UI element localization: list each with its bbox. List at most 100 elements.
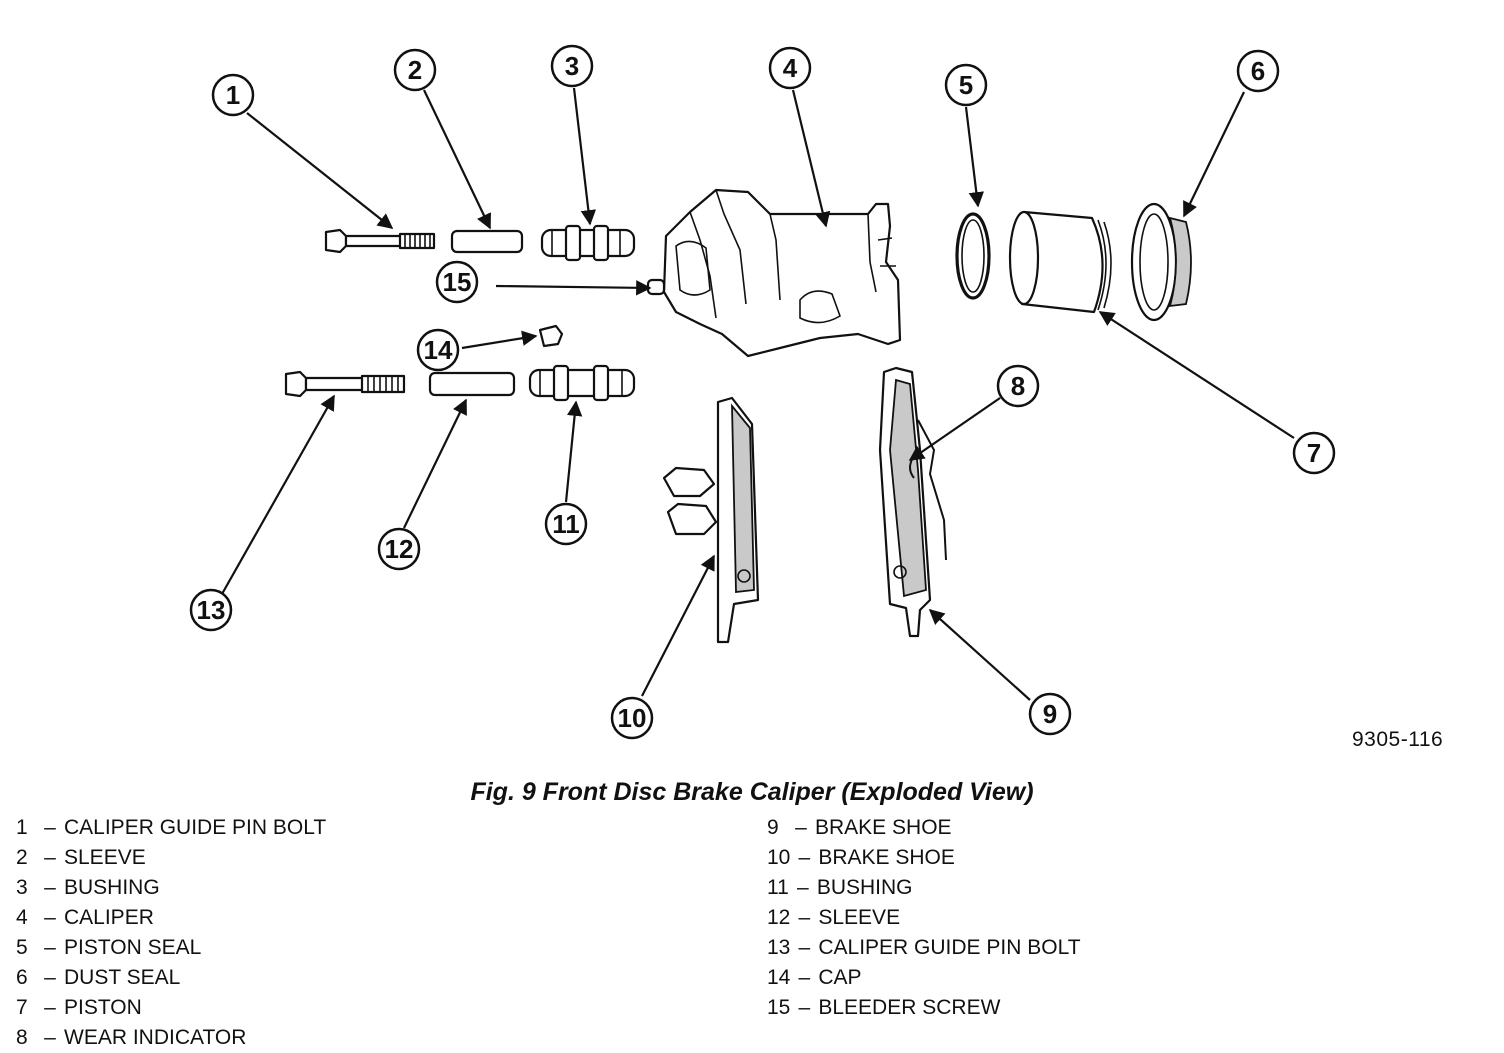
- legend-item-dash: –: [44, 906, 56, 929]
- legend-item: 13–CALIPER GUIDE PIN BOLT: [767, 933, 1081, 963]
- part-caliper-guide-pin-bolt-upper: [324, 228, 436, 254]
- part-dust-seal: [1130, 202, 1192, 322]
- legend-item-dash: –: [798, 906, 811, 929]
- part-sleeve-upper: [450, 229, 524, 254]
- callout-2: 2: [393, 48, 437, 92]
- legend-item-dash: –: [796, 876, 809, 899]
- legend-item-label: BLEEDER SCREW: [818, 996, 1001, 1019]
- callout-2-label: 2: [408, 55, 422, 85]
- legend-item-number: 8: [16, 1026, 28, 1049]
- legend-item-dash: –: [798, 846, 811, 869]
- legend-item-number: 15: [767, 996, 791, 1019]
- legend-item-number: 12: [767, 906, 791, 929]
- legend-item-dash: –: [798, 996, 811, 1019]
- legend-item: 14–CAP: [767, 963, 1081, 993]
- legend-item-dash: –: [44, 996, 56, 1019]
- legend-item-dash: –: [798, 966, 811, 989]
- part-brake-shoe-10: [662, 396, 760, 644]
- legend-item-dash: –: [798, 936, 811, 959]
- legend-item: 1–CALIPER GUIDE PIN BOLT: [16, 813, 326, 843]
- legend-item-number: 4: [16, 906, 28, 929]
- callout-15: 15: [435, 260, 479, 304]
- legend-item-label: BUSHING: [816, 876, 913, 899]
- legend-left-column: 1–CALIPER GUIDE PIN BOLT 2–SLEEVE 3–BUSH…: [16, 813, 326, 1053]
- callout-13-label: 13: [197, 595, 226, 625]
- legend-item: 5–PISTON SEAL: [16, 933, 326, 963]
- callout-5-label: 5: [959, 70, 973, 100]
- callout-8: 8: [996, 364, 1040, 408]
- callout-7-label: 7: [1307, 438, 1321, 468]
- legend-item-label: DUST SEAL: [64, 966, 181, 989]
- callout-3: 3: [550, 44, 594, 88]
- legend-item-dash: –: [44, 1026, 56, 1049]
- legend-item: 11–BUSHING: [767, 873, 1081, 903]
- legend-item: 2–SLEEVE: [16, 843, 326, 873]
- legend-item-label: CALIPER GUIDE PIN BOLT: [64, 816, 327, 839]
- legend-item-dash: –: [795, 816, 807, 839]
- legend-item-number: 14: [767, 966, 791, 989]
- legend-item-number: 2: [16, 846, 28, 869]
- legend-item-label: PISTON SEAL: [64, 936, 202, 959]
- legend-item-number: 5: [16, 936, 28, 959]
- legend-item-label: BRAKE SHOE: [815, 816, 952, 839]
- callout-1-label: 1: [226, 80, 240, 110]
- legend-item-label: SLEEVE: [64, 846, 146, 869]
- legend-item-dash: –: [44, 966, 56, 989]
- part-caliper: [662, 188, 902, 358]
- legend-item: 12–SLEEVE: [767, 903, 1081, 933]
- legend-item-number: 3: [16, 876, 28, 899]
- part-bushing-upper: [540, 224, 636, 262]
- part-piston: [1008, 210, 1112, 314]
- legend-item-label: BUSHING: [64, 876, 160, 899]
- legend-right-column: 9–BRAKE SHOE 10–BRAKE SHOE 11–BUSHING 12…: [767, 813, 1081, 1023]
- part-piston-seal: [955, 212, 991, 300]
- callout-1: 1: [211, 73, 255, 117]
- callout-6: 6: [1236, 49, 1280, 93]
- part-caliper-guide-pin-bolt-lower: [284, 370, 406, 398]
- legend-item-label: CAP: [818, 966, 862, 989]
- callout-8-label: 8: [1011, 371, 1025, 401]
- legend-item-label: WEAR INDICATOR: [64, 1026, 247, 1049]
- callout-12: 12: [377, 527, 421, 571]
- legend-item: 8–WEAR INDICATOR: [16, 1023, 326, 1053]
- callout-7: 7: [1292, 431, 1336, 475]
- part-sleeve-lower: [428, 371, 516, 397]
- callout-4: 4: [768, 46, 812, 90]
- legend-item-label: CALIPER: [64, 906, 154, 929]
- legend-item-dash: –: [44, 816, 56, 839]
- callout-9: 9: [1028, 692, 1072, 736]
- legend-item-dash: –: [44, 936, 56, 959]
- callout-11: 11: [544, 502, 588, 546]
- leader-lines: [221, 87, 1295, 701]
- callout-10-label: 10: [618, 703, 647, 733]
- callout-13: 13: [189, 588, 233, 632]
- legend-item: 9–BRAKE SHOE: [767, 813, 1081, 843]
- legend-item: 7–PISTON: [16, 993, 326, 1023]
- legend-item-number: 7: [16, 996, 28, 1019]
- legend-item-dash: –: [44, 846, 56, 869]
- callout-10: 10: [610, 696, 654, 740]
- part-bleeder-screw: [646, 278, 666, 296]
- legend-item: 3–BUSHING: [16, 873, 326, 903]
- part-cap: [538, 324, 564, 348]
- legend-item-label: PISTON: [64, 996, 142, 1019]
- callout-3-label: 3: [565, 51, 579, 81]
- callout-14: 14: [416, 328, 460, 372]
- part-bushing-lower: [528, 364, 636, 402]
- callout-6-label: 6: [1251, 56, 1265, 86]
- legend-item-number: 6: [16, 966, 28, 989]
- figure-caption: Fig. 9 Front Disc Brake Caliper (Explode…: [470, 778, 1034, 806]
- figure-code: 9305-116: [1352, 728, 1444, 751]
- callout-5: 5: [944, 63, 988, 107]
- legend-item-label: CALIPER GUIDE PIN BOLT: [818, 936, 1081, 959]
- callout-11-label: 11: [552, 509, 580, 539]
- callout-9-label: 9: [1043, 699, 1057, 729]
- legend-item-number: 13: [767, 936, 791, 959]
- callout-4-label: 4: [783, 53, 798, 83]
- legend-item-number: 1: [16, 816, 28, 839]
- legend-item-label: SLEEVE: [818, 906, 901, 929]
- legend-item: 6–DUST SEAL: [16, 963, 326, 993]
- legend-item: 15–BLEEDER SCREW: [767, 993, 1081, 1023]
- callout-15-label: 15: [443, 267, 472, 297]
- legend-item-number: 10: [767, 846, 791, 869]
